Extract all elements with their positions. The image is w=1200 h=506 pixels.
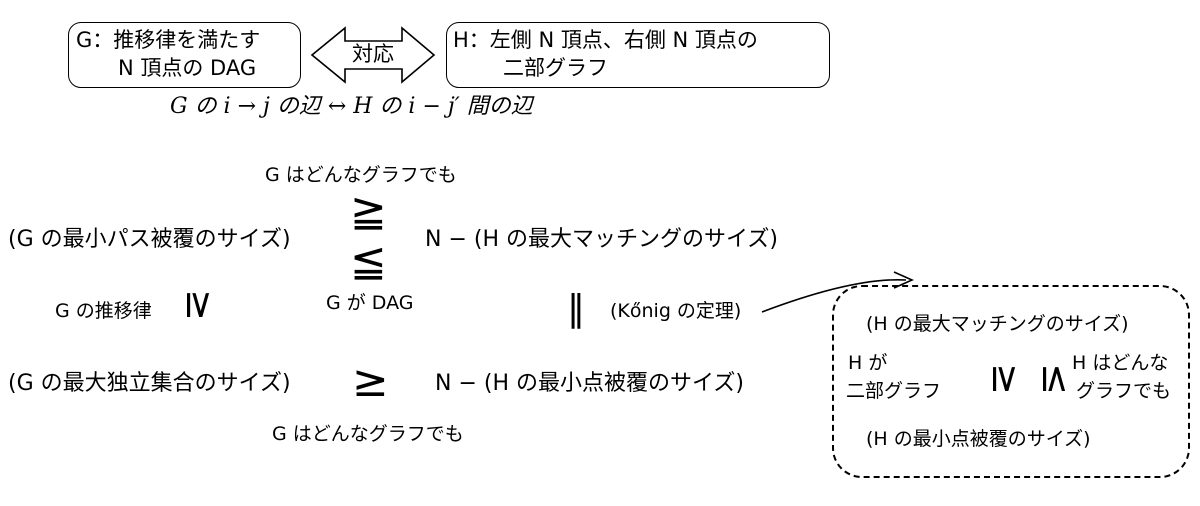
konig-theorem-label: (Kőnig の定理) bbox=[610, 300, 742, 322]
geqq-symbol: ≧ bbox=[350, 186, 387, 237]
n-minus-min-vertex-cover: N − (H の最小点被覆のサイズ) bbox=[435, 371, 744, 396]
min-path-cover-size: (G の最小パス被覆のサイズ) bbox=[8, 227, 291, 252]
h-is-bipartite-line1: H が bbox=[848, 352, 888, 374]
h-definition-line1: H：左側 N 頂点、右側 N 頂点の bbox=[453, 28, 758, 52]
condition-g-any-graph-top: G はどんなグラフでも bbox=[265, 164, 457, 186]
h-definition-line2: 二部グラフ bbox=[503, 56, 608, 80]
h-any-graph-line1: H はどんな bbox=[1072, 352, 1169, 374]
h-comparison-dashed-box bbox=[832, 285, 1190, 478]
g-definition-line2: N 頂点の DAG bbox=[118, 56, 257, 80]
h-max-matching-size: (H の最大マッチングのサイズ) bbox=[866, 313, 1129, 335]
g-transitive-label: G の推移律 bbox=[55, 300, 152, 322]
g-is-dag-label: G が DAG bbox=[326, 292, 414, 314]
condition-g-any-graph-bottom: G はどんなグラフでも bbox=[272, 423, 464, 445]
max-independent-set-size: (G の最大独立集合のサイズ) bbox=[8, 371, 291, 396]
h-any-graph-line2: グラフでも bbox=[1076, 380, 1172, 402]
g-definition-line1: G：推移律を満たす bbox=[76, 28, 261, 52]
n-minus-max-matching: N − (H の最大マッチングのサイズ) bbox=[425, 227, 778, 252]
geq-vertical-symbol: ≥ bbox=[177, 289, 222, 321]
equality-vertical-symbol: ‖ bbox=[567, 288, 585, 329]
correspondence-label: 対応 bbox=[352, 42, 394, 66]
g-definition-box bbox=[68, 22, 301, 88]
h-min-vertex-cover-size: (H の最小点被覆のサイズ) bbox=[866, 428, 1091, 450]
h-definition-box bbox=[446, 22, 830, 88]
geq-symbol: ≥ bbox=[352, 356, 389, 407]
h-is-bipartite-line2: 二部グラフ bbox=[846, 380, 942, 402]
edge-correspondence: G の i → j の辺 ↔ H の i − j′ 間の辺 bbox=[170, 94, 533, 119]
leq-vertical-symbol: ≥ bbox=[983, 363, 1028, 395]
geq-vertical-symbol-right: ≤ bbox=[1033, 363, 1078, 395]
leqq-symbol: ≦ bbox=[350, 236, 387, 287]
